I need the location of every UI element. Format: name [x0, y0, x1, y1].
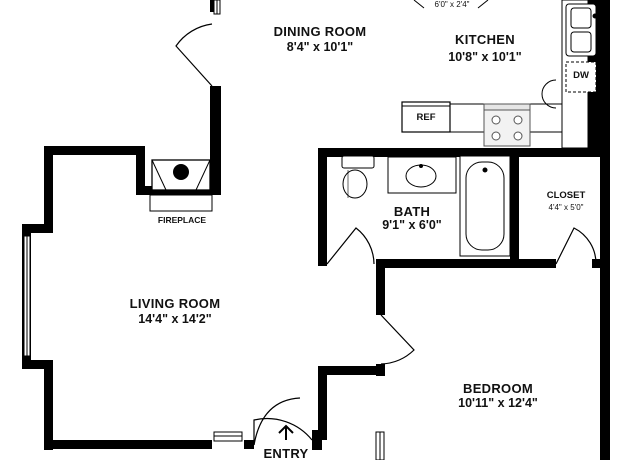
refrigerator	[401, 101, 451, 133]
bath-west-wall	[318, 148, 327, 266]
bedroom-west-wall-lower	[376, 364, 385, 376]
living-west-jog	[22, 224, 53, 233]
kitchen-fixtures	[401, 0, 598, 149]
dining-room-name: DINING ROOM	[273, 24, 367, 39]
entry-door-leaf	[253, 397, 301, 446]
closet-name: CLOSET	[546, 190, 586, 201]
fireplace	[149, 159, 213, 212]
kitchen-name: KITCHEN	[455, 32, 515, 47]
entry-right-wall	[312, 430, 322, 450]
dining-door-swing	[175, 23, 213, 87]
refrigerator-label: REF	[416, 112, 436, 123]
fireplace-label: FIREPLACE	[157, 215, 207, 225]
doors	[175, 23, 597, 446]
dining-table-dims: 6'0" x 2'4"	[434, 0, 470, 9]
living-south-wall-right	[244, 440, 254, 449]
bath-south-wall-left	[376, 259, 516, 268]
kitchen-dims: 10'8" x 10'1"	[448, 50, 522, 64]
fireplace-firebox	[173, 164, 189, 180]
dining-west-wall	[210, 86, 221, 195]
bath-name: BATH	[393, 204, 431, 219]
stove	[483, 103, 531, 147]
bedroom-dims: 10'11" x 12'4"	[458, 396, 538, 410]
dining-table	[413, 0, 489, 9]
closet-door-swing	[555, 227, 597, 265]
closet-south-wall	[512, 259, 556, 268]
dining-room-dims: 8'4" x 10'1"	[286, 40, 354, 54]
fireplace-hearth	[149, 194, 213, 212]
bedroom-west-wall	[376, 259, 385, 315]
entry-door-swing	[253, 417, 313, 445]
entry-arrow	[278, 424, 294, 440]
toilet-bowl	[342, 169, 368, 199]
closet-divider	[512, 154, 518, 266]
dishwasher-label: DW	[573, 70, 589, 81]
bath-sink	[405, 164, 437, 188]
closet-dims: 4'4" x 5'0"	[548, 203, 584, 212]
east-exterior-wall	[600, 0, 610, 460]
bedroom-name: BEDROOM	[463, 381, 533, 396]
bath-fixtures	[341, 155, 511, 257]
living-room-dims: 14'4" x 14'2"	[138, 312, 212, 326]
entry-vestibule-east	[318, 366, 327, 440]
dishwasher	[565, 61, 597, 93]
bath-door-swing	[326, 227, 375, 265]
kitchen-island-edge	[541, 79, 557, 109]
entry-label: ENTRY	[263, 446, 309, 461]
bath-north-wall	[318, 148, 608, 157]
living-west-wall-lower	[44, 360, 53, 450]
fireplace-wall	[136, 146, 145, 194]
bedroom-door-swing	[380, 314, 415, 365]
toilet-tank	[341, 155, 375, 169]
living-north-wall-left	[44, 146, 142, 155]
windows	[23, 0, 385, 460]
bath-dims: 9'1" x 6'0"	[382, 218, 442, 232]
living-west-jog-lower	[22, 360, 53, 369]
entry-vestibule-north	[318, 366, 384, 375]
living-south-wall	[44, 440, 212, 449]
living-room-name: LIVING ROOM	[129, 296, 221, 311]
living-west-wall-upper	[44, 146, 53, 230]
